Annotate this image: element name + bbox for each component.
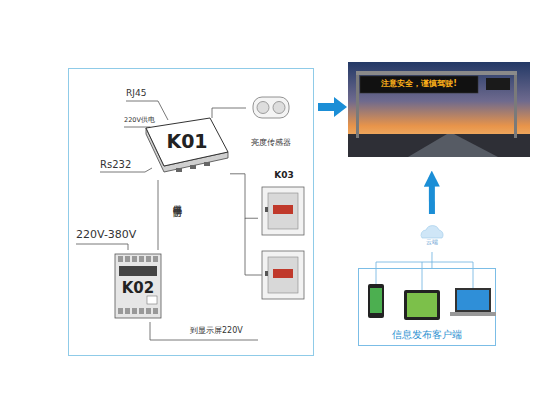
red-display	[273, 205, 293, 214]
phone-screen	[370, 288, 382, 313]
node-text: 云端	[416, 239, 448, 246]
module-clip	[265, 271, 268, 276]
port-label: RJ45	[126, 88, 146, 98]
terminal-symbol	[125, 256, 130, 262]
box-window	[147, 296, 157, 304]
laptop-symbol	[455, 288, 491, 312]
tablet-symbol	[404, 290, 440, 320]
display-module: K03	[258, 170, 310, 304]
mains-wire	[76, 244, 128, 250]
node-text: K02	[113, 280, 163, 297]
module-frame	[262, 251, 304, 299]
terminal-symbol	[146, 308, 151, 314]
port-symbol	[176, 168, 182, 172]
block-arrow	[318, 97, 347, 117]
node-text: 亮度传感器	[246, 138, 296, 147]
node-text: K01	[164, 131, 210, 153]
node-text: K03	[258, 170, 310, 180]
port-label: Rs232	[100, 159, 131, 171]
client-frame	[359, 269, 496, 346]
sky	[348, 62, 530, 140]
terminal-symbol	[132, 256, 137, 262]
node-shape	[348, 62, 530, 157]
phone-symbol	[368, 284, 384, 318]
terminal-symbol	[118, 308, 123, 314]
laptop-base	[450, 312, 496, 316]
tablet-screen	[407, 293, 437, 317]
port-symbol	[204, 162, 210, 166]
sensor-lens	[273, 102, 285, 114]
connector	[431, 252, 432, 268]
terminal-symbol	[139, 256, 144, 262]
ground	[348, 134, 530, 157]
terminal-symbol	[153, 256, 158, 262]
port-label: 220V-380V	[76, 229, 136, 242]
side-board	[486, 78, 510, 90]
terminal-symbol	[118, 256, 123, 262]
connector	[212, 108, 246, 118]
client-branch	[376, 262, 473, 288]
connector	[158, 180, 159, 250]
cloud-shape	[421, 226, 443, 238]
module-clip	[265, 207, 268, 212]
module-frame	[262, 187, 304, 235]
connector	[230, 174, 258, 218]
laptop-screen	[457, 290, 489, 310]
port-label: 到显示屏220V	[190, 326, 243, 335]
terminal-symbol	[139, 308, 144, 314]
client-box: 信息发布客户端	[358, 268, 496, 346]
box-label-plate	[119, 266, 157, 276]
node-text: 信息发布客户端	[358, 329, 496, 341]
client-branch	[422, 262, 423, 290]
panel-frame	[69, 69, 314, 356]
road	[408, 134, 498, 157]
gantry-post	[356, 72, 359, 138]
node-text: 注意安全，谨慎驾驶!	[362, 79, 476, 88]
sensor-box: 亮度传感器	[246, 94, 296, 150]
port-label: 220V供电	[124, 117, 155, 124]
sensor-lens	[257, 102, 269, 114]
connector	[429, 177, 435, 214]
module-panel	[268, 257, 298, 293]
branch-wire	[245, 218, 262, 275]
red-display	[273, 269, 293, 278]
output-wire	[150, 322, 258, 340]
terminal-symbol	[146, 256, 151, 262]
module-panel	[268, 193, 298, 229]
node-shape	[416, 222, 448, 252]
terminal-symbol	[125, 308, 130, 314]
edge-label: 继电器 防雷	[173, 198, 182, 201]
power-box: K02	[113, 250, 163, 322]
controller-box: K01	[140, 118, 230, 180]
sensor-body	[253, 97, 289, 118]
gantry-beam	[356, 71, 517, 75]
node-shape	[258, 170, 310, 304]
led-board	[360, 76, 478, 93]
sign-photo: 注意安全，谨慎驾驶!	[348, 62, 530, 157]
device-face	[146, 118, 228, 166]
port-symbol	[190, 165, 196, 169]
gantry-post	[514, 72, 517, 138]
terminal-symbol	[153, 308, 158, 314]
cloud-icon: 云端	[416, 222, 448, 252]
terminal-symbol	[132, 308, 137, 314]
